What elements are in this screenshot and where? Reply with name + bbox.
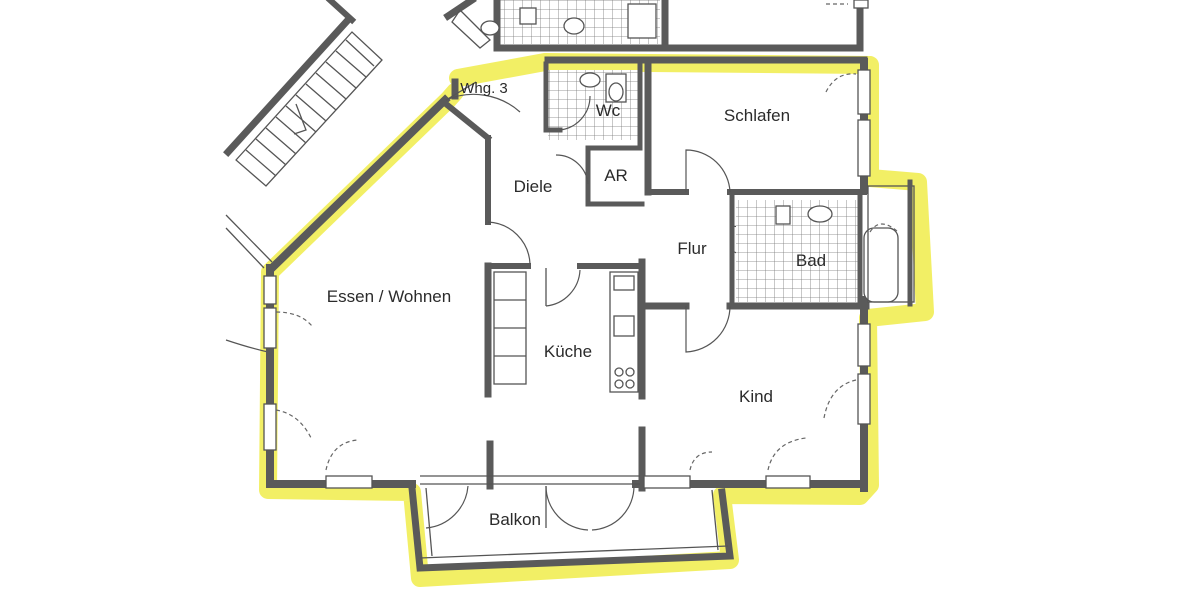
entrance-door <box>445 81 521 113</box>
bad-room <box>729 179 915 307</box>
room-label-essen-wohnen: Essen / Wohnen <box>327 287 451 306</box>
kitchen-fittings <box>493 271 639 393</box>
room-label-flur: Flur <box>677 239 707 258</box>
room-label-kind: Kind <box>739 387 773 406</box>
wc-room <box>543 61 643 151</box>
room-label-bad: Bad <box>796 251 826 270</box>
unit-label: Whg. 3 <box>460 80 508 97</box>
room-label-balkon: Balkon <box>489 510 541 529</box>
balkon-area <box>408 475 734 572</box>
interior-walls <box>484 56 870 492</box>
room-label-wc: Wc <box>596 101 621 120</box>
room-label-schlafen: Schlafen <box>724 106 790 125</box>
room-label-ar: AR <box>604 166 628 185</box>
neighbour-bath <box>443 0 869 52</box>
windows <box>263 69 871 489</box>
room-label-kueche: Küche <box>544 342 592 361</box>
staircase <box>223 0 383 353</box>
room-label-diele: Diele <box>514 177 553 196</box>
ar-room <box>555 145 645 207</box>
